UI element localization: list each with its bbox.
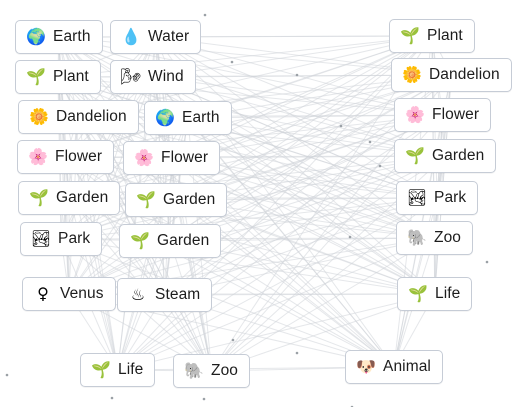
national-park-icon: 🏞	[406, 188, 428, 207]
background-dot	[203, 13, 207, 17]
item-garden[interactable]: 🌱 Garden	[18, 181, 121, 215]
steam-icon: ♨	[130, 285, 146, 304]
item-animal[interactable]: 🐶 Animal	[345, 350, 443, 384]
background-dot	[231, 338, 235, 342]
connection-line	[117, 237, 435, 371]
globe-icon: 🌍	[155, 108, 175, 127]
connection-line	[60, 35, 433, 240]
female-sign-icon: ♀	[37, 284, 49, 303]
connection-line	[169, 114, 443, 242]
background-dot	[339, 124, 343, 128]
item-venus[interactable]: ♀ Venus	[22, 277, 116, 311]
connection-line	[117, 197, 438, 371]
dog-face-icon: 🐶	[356, 357, 376, 376]
item-steam[interactable]: ♨ Steam	[117, 278, 213, 312]
connection-line	[117, 155, 446, 371]
cherry-blossom-icon: 🌸	[405, 105, 425, 124]
background-dot	[485, 260, 489, 264]
item-plant[interactable]: 🌱 Plant	[15, 60, 101, 94]
item-garden[interactable]: 🌱 Garden	[394, 139, 497, 173]
connection-line	[60, 116, 79, 240]
background-dot	[295, 73, 299, 77]
item-wind[interactable]: 🌬 Wind	[110, 60, 196, 94]
background-dot	[110, 396, 114, 400]
seedling-icon: 🌱	[29, 188, 49, 207]
wind-icon: 🌬	[120, 67, 142, 86]
connection-line	[57, 76, 177, 201]
connection-line	[117, 114, 443, 371]
seedling-icon: 🌱	[400, 26, 420, 45]
seedling-icon: 🌱	[408, 284, 428, 303]
connection-line	[68, 76, 154, 199]
item-garden[interactable]: 🌱 Garden	[125, 183, 228, 217]
connection-line	[164, 155, 446, 296]
item-flower[interactable]: 🌸 Flower	[394, 98, 492, 132]
background-dot	[295, 351, 299, 355]
connection-line	[152, 35, 432, 78]
seedling-icon: 🌱	[130, 231, 150, 250]
seedling-icon: 🌱	[26, 67, 46, 86]
item-flower[interactable]: 🌸 Flower	[17, 140, 115, 174]
seedling-icon: 🌱	[91, 360, 111, 379]
connection-line	[65, 36, 157, 158]
background-dot	[5, 373, 9, 377]
item-park[interactable]: 🏞 Park	[396, 181, 479, 215]
connection-line	[171, 35, 433, 159]
item-zoo[interactable]: 🐘 Zoo	[396, 221, 474, 255]
elephant-icon: 🐘	[407, 228, 427, 247]
seedling-icon: 🌱	[405, 146, 425, 165]
item-zoo[interactable]: 🐘 Zoo	[173, 354, 251, 388]
connection-line	[431, 35, 446, 157]
item-earth[interactable]: 🌍 Earth	[144, 101, 232, 135]
connection-line	[175, 74, 452, 201]
item-earth[interactable]: 🌍 Earth	[15, 20, 103, 54]
item-dandelion[interactable]: 🌼 Dandelion	[391, 58, 512, 92]
background-dot	[202, 397, 206, 401]
droplet-icon: 💧	[121, 27, 141, 46]
connection-line	[155, 35, 432, 38]
item-plant[interactable]: 🌱 Plant	[389, 19, 475, 53]
connection-line	[68, 114, 443, 295]
connection-line	[69, 74, 452, 199]
elephant-icon: 🐘	[184, 361, 204, 380]
background-dot	[378, 164, 382, 168]
seedling-icon: 🌱	[136, 190, 156, 209]
item-life[interactable]: 🌱 Life	[397, 277, 473, 311]
connection-line	[211, 237, 435, 372]
item-park[interactable]: 🏞 Park	[20, 222, 103, 256]
blossom-icon: 🌼	[29, 107, 49, 126]
item-garden[interactable]: 🌱 Garden	[119, 224, 222, 258]
connection-line	[187, 117, 395, 368]
connection-line	[117, 35, 433, 371]
item-water[interactable]: 💧 Water	[110, 20, 202, 54]
connection-line	[65, 35, 433, 158]
cherry-blossom-icon: 🌸	[28, 147, 48, 166]
blossom-icon: 🌼	[402, 65, 422, 84]
connection-line	[155, 36, 438, 199]
connection-line	[152, 76, 438, 199]
item-life[interactable]: 🌱 Life	[80, 353, 156, 387]
globe-icon: 🌍	[26, 27, 46, 46]
cherry-blossom-icon: 🌸	[134, 148, 154, 167]
connection-line	[68, 155, 446, 295]
national-park-icon: 🏞	[30, 229, 52, 248]
item-flower[interactable]: 🌸 Flower	[123, 141, 221, 175]
background-dot	[368, 140, 372, 144]
background-dot	[230, 60, 234, 64]
item-dandelion[interactable]: 🌼 Dandelion	[18, 100, 139, 134]
background-dot	[348, 235, 352, 239]
